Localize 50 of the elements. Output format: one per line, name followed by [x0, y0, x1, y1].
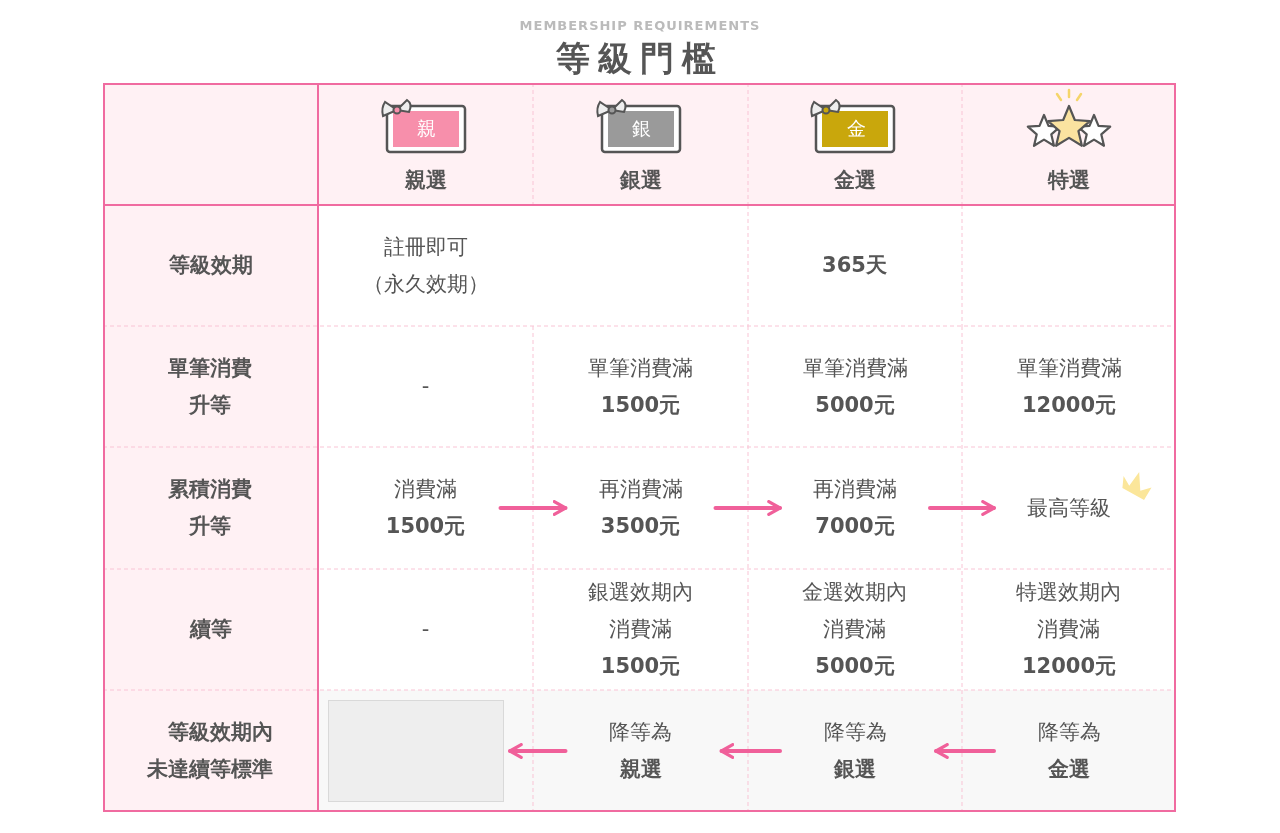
cell-text: 金選: [1048, 756, 1090, 783]
cell-text: 1500元: [600, 391, 681, 419]
cell-text: 單筆消費滿: [1016, 354, 1122, 382]
card-letter: 銀: [631, 116, 652, 140]
cell-text: 12000元: [1021, 653, 1117, 680]
tier-name: 特選: [1048, 166, 1090, 194]
cell-text: 1500元: [385, 513, 466, 540]
cell-text: 特選效期內消費滿: [1015, 579, 1123, 643]
cell-text: 單筆消費滿: [802, 354, 908, 382]
cell-text: 再消費滿: [813, 476, 897, 503]
arrow: [498, 500, 568, 516]
title: 等級門檻: [555, 37, 725, 80]
row-header: 單筆消費升等: [167, 354, 254, 419]
row-header: 續等: [189, 616, 232, 643]
cell-text: 7000元: [815, 513, 895, 540]
arrow: [719, 743, 782, 759]
cell-text: 單筆消費滿: [588, 354, 693, 382]
cell-text: 1500元: [600, 653, 681, 680]
cell-text: 365天: [822, 252, 887, 279]
card-letter: 金: [845, 116, 867, 140]
cell-text: 降等為: [609, 719, 672, 746]
tier-name: 金選: [834, 166, 876, 194]
empty-cell: [328, 700, 504, 802]
cell-text: 金選效期內消費滿: [801, 579, 909, 643]
tier-name: 親選: [404, 166, 447, 194]
arrow: [713, 500, 782, 516]
cell-text: 5000元: [815, 391, 895, 419]
cell-text: 12000元: [1021, 391, 1117, 419]
cell-text: 消費滿: [394, 476, 457, 503]
cell-text: 親選: [619, 756, 662, 783]
cell-text: 3500元: [600, 513, 681, 540]
tier-name: 銀選: [619, 166, 662, 194]
row-header: 等級效期: [168, 252, 253, 279]
cell-text: 降等為: [1037, 719, 1101, 746]
cell-text: -: [421, 616, 430, 643]
cell-text: 最高等級: [1027, 494, 1111, 522]
cell-text: 銀選效期內消費滿: [587, 579, 694, 643]
cell-text: 降等為: [823, 719, 887, 746]
cell-text: 註冊即可（永久效期）: [361, 233, 490, 298]
cell-text: 5000元: [815, 653, 895, 680]
arrow: [508, 743, 568, 759]
row-header: 等級效期內未達續等標準: [146, 719, 275, 783]
cell-text: 再消費滿: [598, 476, 683, 503]
cell-text: 銀選: [834, 756, 876, 783]
subtitle: MEMBERSHIP REQUIREMENTS: [518, 18, 762, 33]
card-letter: 親: [416, 116, 437, 140]
cell-text: -: [421, 373, 430, 400]
row-header: 累積消費升等: [167, 476, 254, 540]
arrow: [934, 743, 996, 759]
arrow: [928, 500, 996, 516]
